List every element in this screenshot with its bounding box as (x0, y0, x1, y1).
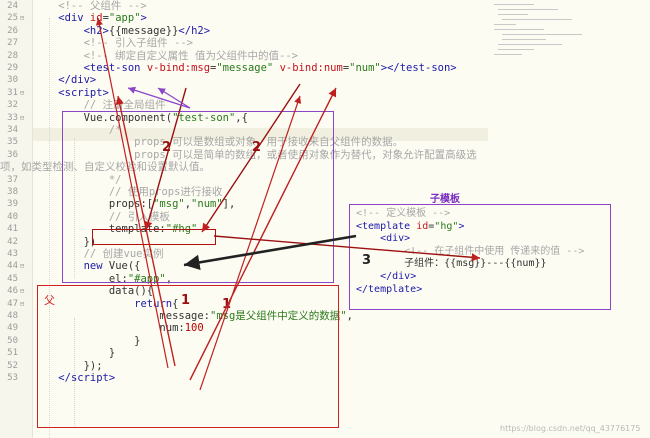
line-number: 41 (7, 224, 18, 235)
code-line[interactable]: // 引入模板 (33, 210, 170, 223)
step-2-label: 2 (162, 140, 172, 155)
fold-toggle-icon[interactable]: ⊟ (20, 287, 25, 296)
code-line[interactable]: props 可以是数组或对象，用于接收来自父组件的数据。 (33, 136, 404, 149)
arrow-msg-to-props (144, 87, 187, 231)
code-line[interactable]: /* (33, 124, 122, 136)
line-number: 51 (7, 348, 18, 359)
fold-toggle-icon[interactable]: ⊟ (20, 113, 25, 122)
line-number: 40 (7, 211, 18, 222)
line-number: 24 (7, 1, 18, 11)
code-line[interactable]: Vue.component("test-son",{ (33, 111, 248, 124)
indent-guide (49, 18, 50, 438)
line-number: 50 (7, 335, 18, 346)
code-line[interactable]: message:"msg是父组件中定义的数据", (33, 310, 353, 322)
parent-instance-box (37, 285, 339, 428)
line-number: 31 (7, 87, 18, 98)
line-number: 37 (7, 174, 18, 185)
current-line-highlight (33, 128, 488, 141)
line-number: 47 (7, 298, 18, 309)
child-template-panel: <!-- 定义模板 --><template id="hg"> <div> <!… (349, 204, 611, 310)
line-number-gutter (0, 0, 33, 438)
child-template-line: <template id="hg"> (356, 220, 465, 232)
step-3-label: 3 (362, 253, 372, 268)
line-number: 48 (7, 311, 18, 321)
code-line[interactable]: data(){ (33, 285, 154, 298)
child-template-title: 子模板 (430, 194, 460, 205)
props-highlight-box (92, 229, 216, 245)
line-number: 30 (7, 75, 18, 86)
arrow-num-to-num (189, 87, 337, 381)
arrow-message-to-msg (115, 95, 176, 367)
arrow-message-to-h2 (95, 17, 169, 369)
line-number: 33 (7, 112, 18, 123)
code-line[interactable]: // 创建vue实例 (33, 248, 164, 260)
child-template-line: </div> (380, 271, 417, 282)
code-line[interactable]: props 可以是简单的数组，或者使用对象作为替代，对象允许配置高级选 (33, 148, 477, 161)
line-number: 42 (7, 236, 18, 247)
line-number: 38 (7, 187, 18, 197)
code-line[interactable]: 项，如类型检测、自定义校验和设置默认值。 (0, 161, 210, 174)
watermark: https://blog.csdn.net/qq_43776175 (500, 424, 641, 433)
code-line[interactable]: */ (33, 173, 122, 186)
arrow-props-to-child (213, 235, 481, 262)
child-template-line: <!-- 在子组件中使用 传递来的值 --> (356, 245, 585, 257)
fold-toggle-icon[interactable]: ⊟ (20, 88, 25, 97)
line-number: 36 (7, 149, 18, 160)
arrow-child-to-template (183, 234, 357, 271)
child-template-line: </template> (356, 283, 423, 295)
line-number: 44 (7, 261, 18, 272)
code-line[interactable]: new Vue({ (83, 260, 141, 273)
step-1-label: 1 (222, 297, 232, 312)
code-line[interactable]: } (33, 347, 116, 360)
parent-label: 父 (44, 294, 55, 307)
line-number: 32 (7, 100, 18, 111)
child-template-line: <div> (380, 233, 411, 245)
code-line[interactable]: <script> (58, 86, 109, 99)
line-number: 25 (7, 13, 18, 24)
fold-toggle-icon[interactable]: ⊟ (20, 262, 25, 271)
step-1-label: 1 (181, 293, 191, 308)
child-template-line: 子组件：{{msg}}---{{num}} (356, 258, 547, 270)
arrow-test-son-tag (127, 86, 191, 109)
code-line[interactable]: <test-son v-bind:msg="message" v-bind:nu… (83, 62, 457, 74)
line-number: 27 (7, 38, 18, 49)
line-number: 43 (7, 249, 18, 259)
minimap[interactable] (488, 0, 650, 200)
line-number: 34 (7, 125, 18, 135)
arrow-num-to-attr (199, 95, 302, 391)
code-line[interactable]: <!-- 绑定自定义属性 值为父组件中的值--> (33, 49, 298, 62)
arrow-test-son-tag-2 (157, 87, 191, 109)
line-number: 39 (7, 199, 18, 210)
indent-guide (74, 318, 75, 428)
code-line[interactable]: } (33, 334, 141, 347)
code-line[interactable]: </script> (58, 372, 116, 384)
code-line[interactable]: </div> (58, 74, 97, 87)
line-number: 26 (7, 25, 18, 36)
line-number: 46 (7, 286, 18, 297)
code-line[interactable]: <h2>{{message}}</h2> (83, 24, 211, 37)
child-template-line: <!-- 定义模板 --> (356, 208, 451, 219)
line-number: 45 (7, 273, 18, 284)
fold-toggle-icon[interactable]: ⊟ (20, 14, 25, 23)
code-line[interactable]: }); (33, 359, 103, 372)
line-number: 35 (7, 137, 18, 148)
line-number: 29 (7, 63, 18, 73)
arrow-num-to-props (201, 83, 301, 233)
line-number: 28 (7, 50, 18, 61)
fold-toggle-icon[interactable]: ⊟ (20, 299, 25, 308)
line-number: 53 (7, 373, 18, 383)
line-number: 52 (7, 360, 18, 371)
component-registration-box (62, 111, 334, 283)
code-line[interactable]: <!-- 父组件 --> (33, 0, 147, 12)
line-number: 49 (7, 323, 18, 334)
step-2-label: 2 (252, 140, 262, 155)
code-line[interactable]: // 使用props进行接收 (33, 186, 223, 198)
indent-guide (74, 138, 75, 278)
